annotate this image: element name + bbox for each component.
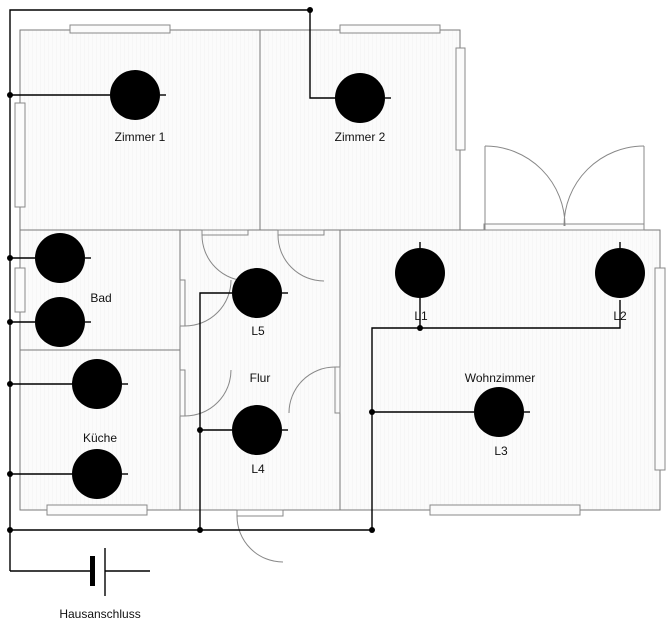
room-label-wohnzimmer: Wohnzimmer: [465, 371, 535, 385]
labels: Zimmer 1 Zimmer 2 Bad Küche Flur Wohnzim…: [59, 130, 627, 621]
lamp-icon: [335, 73, 391, 123]
window: [654, 267, 666, 471]
supply-label: Hausanschluss: [59, 607, 140, 621]
window: [46, 504, 148, 516]
lamp-icon-l4: [232, 405, 288, 455]
windows: [14, 24, 666, 516]
lamp-icon: [110, 70, 166, 120]
window: [429, 504, 581, 516]
lamp-label-l5: L5: [251, 324, 265, 338]
lamp-icon-l3: [474, 387, 530, 437]
room-label-zimmer1: Zimmer 1: [115, 130, 166, 144]
room-zimmer2: [259, 29, 461, 231]
lamp-icon-l5: [232, 268, 288, 318]
window: [14, 267, 26, 313]
window: [339, 24, 441, 34]
window: [455, 47, 466, 151]
lamp-icon: [72, 359, 128, 409]
window: [14, 102, 26, 208]
junctions: [7, 7, 423, 533]
lamp-label-l2: L2: [613, 309, 627, 323]
lamps: [35, 70, 645, 499]
lamp-icon: [35, 233, 91, 283]
lamp-label-l1: L1: [414, 309, 428, 323]
room-zimmer1: [19, 29, 261, 231]
lamp-icon-l2: [595, 242, 645, 298]
room-label-flur: Flur: [250, 371, 271, 385]
lamp-icon: [35, 297, 91, 347]
battery-icon: [90, 556, 95, 586]
room-label-bad: Bad: [90, 291, 111, 305]
lamp-label-l4: L4: [251, 462, 265, 476]
room-label-zimmer2: Zimmer 2: [335, 130, 386, 144]
lamp-icon: [72, 449, 128, 499]
rooms: [19, 29, 661, 511]
lamp-icon-l1: [395, 242, 445, 298]
window: [69, 24, 171, 34]
room-label-kueche: Küche: [83, 431, 117, 445]
terrace-door: [483, 145, 645, 231]
lamp-label-l3: L3: [494, 444, 508, 458]
